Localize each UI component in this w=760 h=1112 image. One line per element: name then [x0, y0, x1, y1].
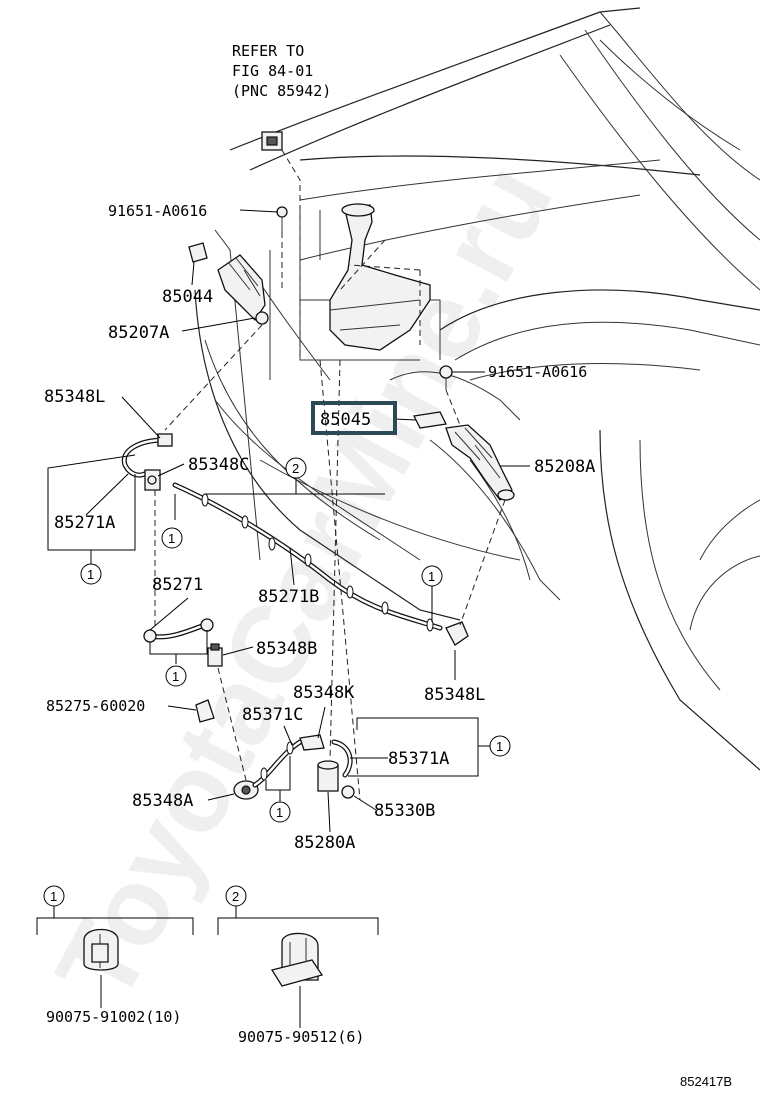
part-label-85371a[interactable]: 85371A [388, 749, 449, 769]
callout-1-f: 1 [269, 801, 291, 823]
part-label-91651-a0616-top[interactable]: 91651-A0616 [108, 202, 207, 220]
part-label-85207a[interactable]: 85207A [108, 323, 169, 343]
part-label-85348l-left[interactable]: 85348L [44, 387, 105, 407]
part-85348A-joint [233, 780, 259, 800]
svg-text:1: 1 [168, 531, 175, 546]
part-label-85280a[interactable]: 85280A [294, 833, 355, 853]
part-label-85371c[interactable]: 85371C [242, 705, 303, 725]
legend-part-90075-91002[interactable]: 90075-91002(10) [46, 1008, 181, 1026]
part-91651-screw-top [276, 206, 288, 232]
part-label-85271b[interactable]: 85271B [258, 587, 319, 607]
part-85330B-clip [341, 785, 355, 799]
svg-text:1: 1 [428, 569, 435, 584]
part-85348C-joint [144, 469, 161, 491]
legend-callout-2: 2 [225, 885, 247, 907]
figure-id: 852417B [680, 1074, 732, 1089]
part-85208A-nozzle-right [445, 424, 515, 501]
reference-note-line2: FIG 84-01 [232, 62, 313, 80]
callout-1-b: 1 [80, 563, 102, 585]
part-85348B-joint [207, 643, 223, 667]
part-85045-cap [413, 411, 447, 429]
part-label-91651-a0616-right[interactable]: 91651-A0616 [488, 363, 587, 381]
callout-1-e: 1 [489, 735, 511, 757]
watermark-text: ToyotaCarMine.ru [33, 145, 577, 1021]
hose-85371C [252, 739, 303, 788]
part-label-85275-60020[interactable]: 85275-60020 [46, 697, 145, 715]
clip-90075-90512-drawing [270, 932, 324, 987]
hose-85271B [172, 482, 443, 632]
part-label-85348k[interactable]: 85348K [293, 683, 355, 703]
legend-callout-1: 1 [43, 885, 65, 907]
reference-note-line1: REFER TO [232, 42, 304, 60]
svg-text:1: 1 [50, 889, 57, 904]
part-label-85348a[interactable]: 85348A [132, 791, 193, 811]
part-label-85348l-right[interactable]: 85348L [424, 685, 485, 705]
part-labels[interactable]: 91651-A0616 85044 85207A 85348L 85348C 8… [44, 202, 595, 853]
callout-1-c: 1 [421, 565, 443, 587]
part-label-85271[interactable]: 85271 [152, 575, 203, 595]
reference-note-line3: (PNC 85942) [232, 82, 331, 100]
svg-text:2: 2 [292, 461, 299, 476]
part-label-85330b[interactable]: 85330B [374, 801, 435, 821]
callout-2-a: 2 [285, 457, 307, 479]
part-85275-grommet [195, 699, 215, 723]
legend-part-90075-90512[interactable]: 90075-90512(6) [238, 1028, 364, 1046]
part-85942-bracket [261, 131, 283, 151]
part-label-85348c[interactable]: 85348C [188, 455, 249, 475]
part-label-85271a[interactable]: 85271A [54, 513, 115, 533]
svg-text:1: 1 [87, 567, 94, 582]
hose-85271 [143, 618, 214, 643]
highlight-box-85045 [311, 401, 397, 435]
part-label-85044[interactable]: 85044 [162, 287, 213, 307]
svg-text:2: 2 [232, 889, 239, 904]
part-label-85208a[interactable]: 85208A [534, 457, 595, 477]
svg-text:1: 1 [496, 739, 503, 754]
part-label-85045-highlighted[interactable]: 85045 [320, 410, 371, 430]
vehicle-body-outline [194, 7, 760, 771]
part-85348K-joint [299, 734, 325, 751]
leader-lines [36, 209, 530, 1028]
svg-text:1: 1 [172, 669, 179, 684]
part-label-85348b[interactable]: 85348B [256, 639, 317, 659]
callout-markers: 1 1 2 1 1 1 1 1 2 [43, 457, 511, 907]
hose-85371A [331, 739, 353, 778]
callout-1-a: 1 [161, 527, 183, 549]
part-85044-cap [188, 242, 208, 263]
part-85280A-valve [317, 760, 339, 792]
reference-note: REFER TO FIG 84-01 (PNC 85942) [232, 42, 331, 100]
part-85348L-right-joint [445, 621, 469, 646]
clip-90075-91002-drawing [83, 928, 119, 971]
part-85207A-nozzle-left [217, 254, 269, 325]
svg-text:1: 1 [276, 805, 283, 820]
part-85348L-left-joint [157, 433, 173, 447]
callout-1-d: 1 [165, 665, 187, 687]
